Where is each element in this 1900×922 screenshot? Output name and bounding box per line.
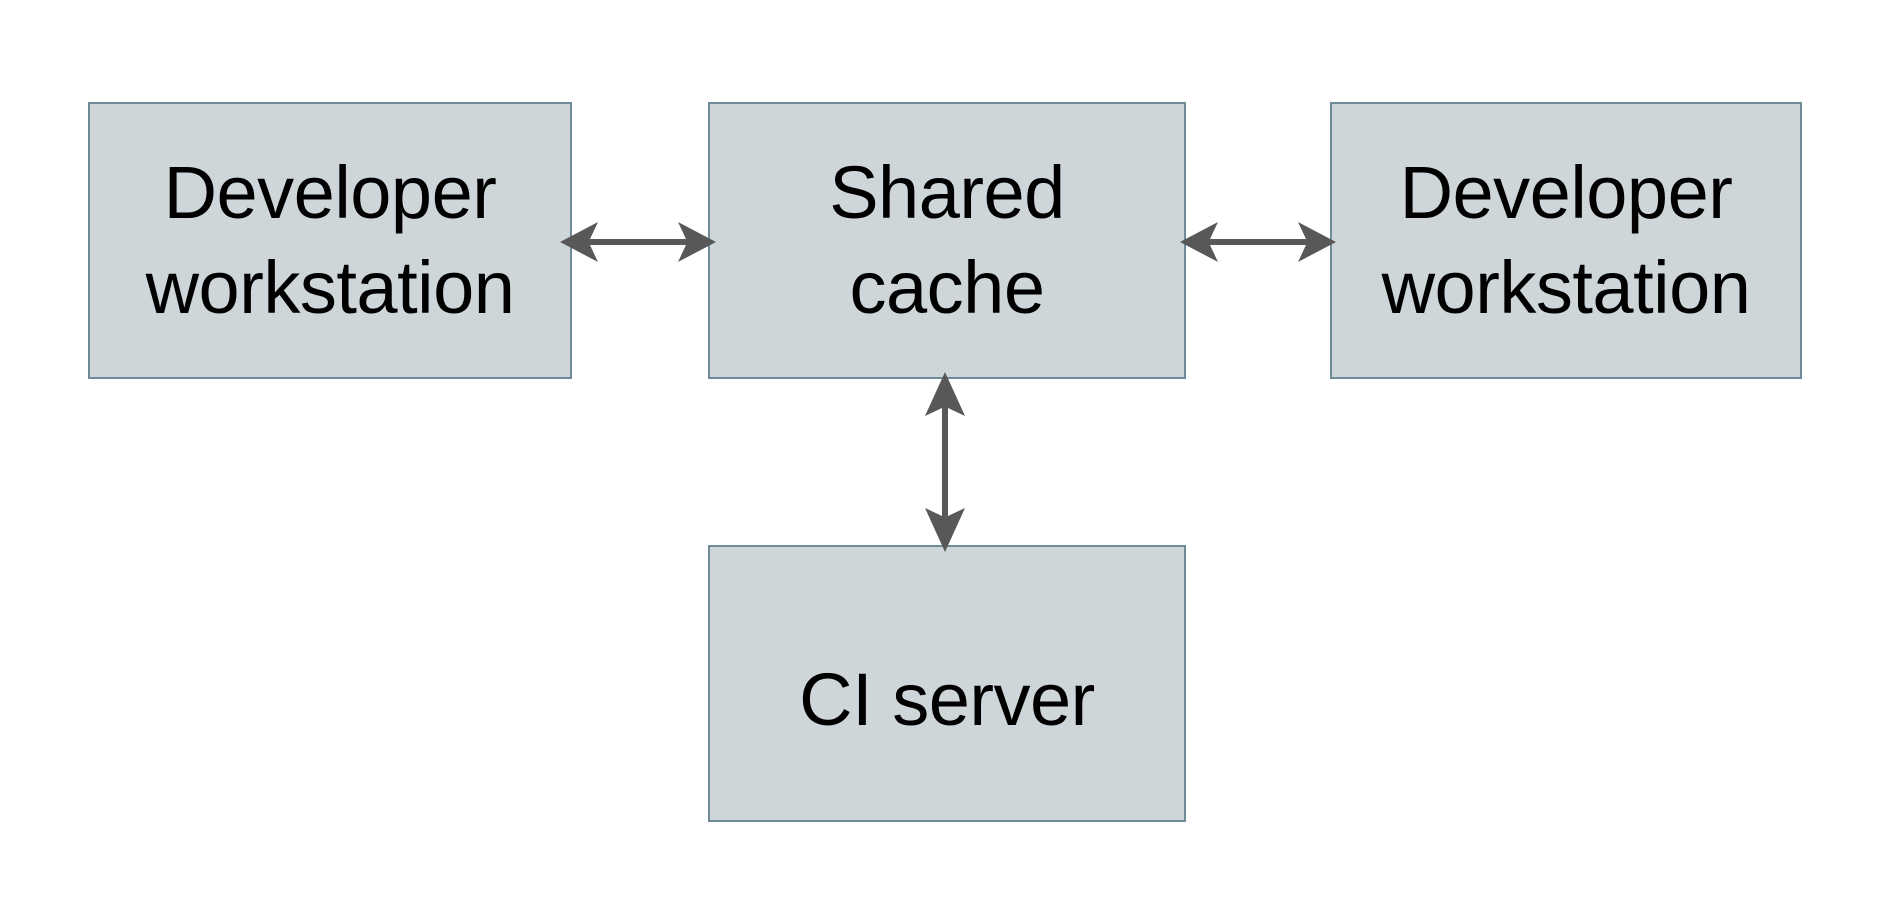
node-label-shared-cache: Shared cache <box>829 150 1065 329</box>
node-developer-workstation-right[interactable]: Developer workstation <box>1330 102 1802 379</box>
connector-shared-cache-to-ci-server[interactable] <box>917 372 973 552</box>
node-developer-workstation-left[interactable]: Developer workstation <box>88 102 572 379</box>
node-label-developer-workstation-right: Developer workstation <box>1381 150 1751 329</box>
node-ci-server[interactable]: CI server <box>708 545 1186 822</box>
connector-shared-cache-to-developer-right[interactable] <box>1180 214 1336 270</box>
double-arrow-vertical-icon <box>925 372 965 552</box>
node-shared-cache[interactable]: Shared cache <box>708 102 1186 379</box>
double-arrow-horizontal-icon <box>560 222 716 262</box>
double-arrow-horizontal-icon <box>1180 222 1336 262</box>
node-label-developer-workstation-left: Developer workstation <box>145 150 515 329</box>
connector-developer-left-to-shared-cache[interactable] <box>560 214 716 270</box>
node-label-ci-server: CI server <box>799 658 1095 742</box>
